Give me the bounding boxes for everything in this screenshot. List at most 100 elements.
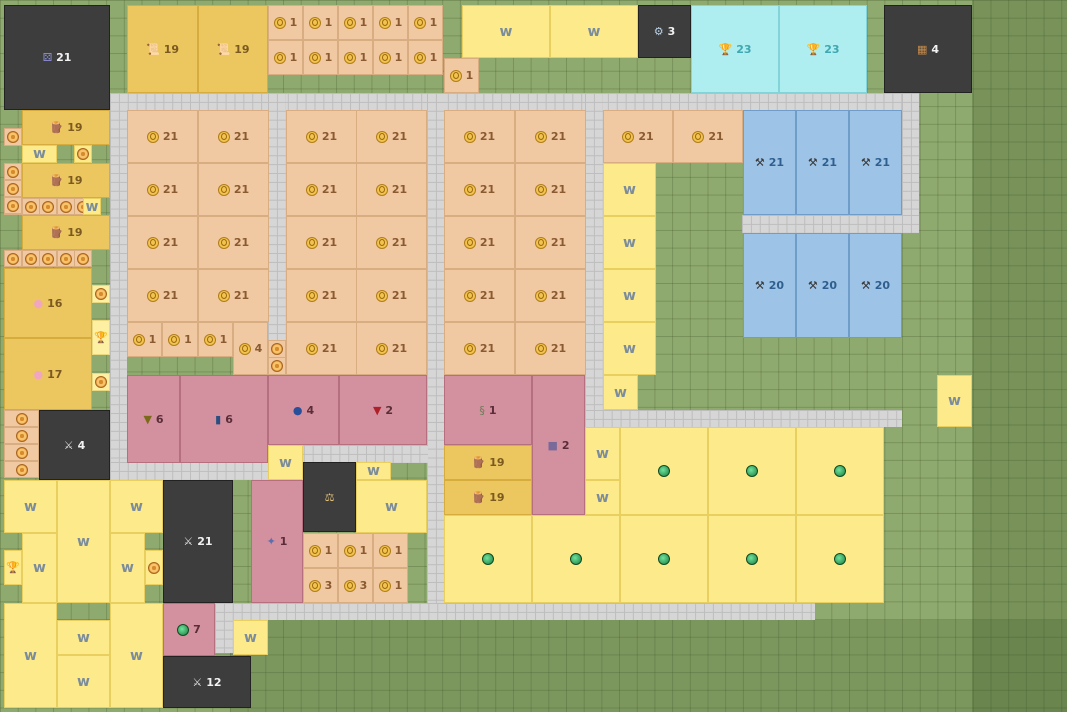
small-plot[interactable] (21, 250, 40, 267)
small-plot[interactable]: ᴡ (22, 145, 57, 163)
coin-21[interactable]: 21 (198, 269, 269, 322)
small-plot[interactable] (74, 250, 93, 267)
orb-plot[interactable] (620, 427, 708, 515)
small-plot[interactable] (74, 145, 92, 163)
small-plot[interactable] (4, 197, 22, 214)
coin-plot[interactable]: 4 (233, 322, 268, 375)
coin-21[interactable]: 21 (286, 322, 357, 375)
wing-plot[interactable]: ᴡ (603, 322, 656, 375)
wing-plot[interactable]: ᴡ (268, 445, 303, 480)
scroll-plot[interactable]: 📜19 (127, 5, 198, 93)
coin-21[interactable]: 21 (198, 163, 269, 216)
small-plot[interactable] (92, 373, 110, 391)
wing-plot[interactable]: ᴡ (110, 533, 145, 603)
tool-plot[interactable]: ⚒20 (743, 233, 796, 338)
coin-21[interactable]: 21 (444, 163, 515, 216)
tool-plot[interactable]: ⚒20 (796, 233, 849, 338)
coin-plot[interactable]: 1 (373, 533, 408, 568)
pink-plot[interactable]: ✦1 (251, 480, 303, 603)
trophy-cyan[interactable]: 🏆23 (691, 5, 779, 93)
coin-21[interactable]: 21 (515, 322, 586, 375)
coin-plot[interactable]: 1 (338, 533, 373, 568)
small-plot[interactable] (4, 427, 39, 444)
coin-21[interactable]: 21 (286, 269, 357, 322)
coin-21[interactable]: 21 (356, 163, 427, 216)
pink-plot[interactable]: ●4 (268, 375, 339, 445)
small-plot[interactable] (4, 180, 22, 197)
wing-plot[interactable]: ᴡ (937, 375, 972, 427)
coin-21[interactable]: 21 (444, 216, 515, 269)
coin-21[interactable]: 21 (673, 110, 743, 163)
wing-plot[interactable]: ᴡ (603, 216, 656, 269)
coin-plot[interactable]: 1 (127, 322, 162, 357)
wing-plot[interactable]: ᴡ (110, 480, 163, 533)
coin-21[interactable]: 21 (127, 110, 198, 163)
coin-21[interactable]: 21 (356, 322, 427, 375)
log-plot[interactable]: 🪵19 (444, 480, 532, 515)
coin-plot[interactable]: 1 (408, 40, 443, 75)
coin-21[interactable]: 21 (515, 269, 586, 322)
pink-plot[interactable]: ▼2 (339, 375, 427, 445)
small-plot[interactable] (21, 198, 40, 215)
wing-plot[interactable]: ᴡ (462, 5, 550, 58)
coin-plot[interactable]: 1 (303, 5, 338, 40)
coin-plot[interactable]: 1 (338, 40, 373, 75)
sword-dark[interactable]: ⚔4 (39, 410, 110, 480)
small-plot[interactable]: 🏆 (92, 320, 110, 355)
pink-plot[interactable]: 7 (163, 603, 215, 656)
coin-21[interactable]: 21 (286, 110, 357, 163)
orb-plot[interactable] (796, 515, 884, 603)
orb-plot[interactable] (708, 427, 796, 515)
sword-dark[interactable]: ⚔21 (163, 480, 233, 603)
scroll-plot[interactable]: 📜19 (198, 5, 268, 93)
wing-plot[interactable]: ᴡ (110, 603, 163, 708)
coin-21[interactable]: 21 (444, 110, 515, 163)
pink-plot[interactable]: ▮6 (180, 375, 268, 463)
coin-21[interactable]: 21 (603, 110, 673, 163)
wing-plot[interactable]: ᴡ (57, 620, 110, 655)
wing-plot[interactable]: ᴡ (603, 375, 638, 410)
small-plot[interactable] (56, 198, 75, 215)
log-plot[interactable]: 🪵19 (22, 110, 110, 145)
coin-plot[interactable]: 1 (338, 5, 373, 40)
small-plot[interactable] (56, 250, 75, 267)
wing-plot[interactable]: ᴡ (4, 603, 57, 708)
coin-plot[interactable]: 1 (268, 5, 303, 40)
coin-21[interactable]: 21 (444, 269, 515, 322)
pink-plot[interactable]: ▼6 (127, 375, 180, 463)
wing-plot[interactable]: ᴡ (4, 480, 57, 533)
coin-21[interactable]: 21 (127, 163, 198, 216)
coin-21[interactable]: 21 (356, 110, 427, 163)
wing-plot[interactable]: ᴡ (22, 533, 57, 603)
pink-plot[interactable]: ●17 (4, 338, 92, 410)
pink-plot[interactable]: §1 (444, 375, 532, 445)
small-plot[interactable] (4, 461, 39, 478)
small-plot[interactable] (39, 198, 58, 215)
wing-plot[interactable]: ᴡ (603, 163, 656, 216)
coin-21[interactable]: 21 (515, 110, 586, 163)
coin-plot[interactable]: 3 (303, 568, 338, 603)
coin-plot[interactable]: 1 (268, 40, 303, 75)
small-plot[interactable]: 🏆 (4, 550, 22, 585)
log-plot[interactable]: 🪵19 (22, 215, 110, 250)
wing-plot[interactable]: ᴡ (585, 480, 620, 515)
small-plot[interactable] (4, 444, 39, 461)
wing-plot[interactable]: ᴡ (550, 5, 638, 58)
wing-plot[interactable]: ᴡ (57, 480, 110, 603)
orb-plot[interactable] (796, 427, 884, 515)
tool-plot[interactable]: ⚒21 (849, 110, 902, 215)
small-plot[interactable] (268, 340, 286, 358)
small-plot[interactable] (4, 250, 22, 267)
scale-dark[interactable]: ⚖ (303, 462, 356, 532)
small-plot[interactable]: ᴡ (83, 198, 101, 215)
small-plot[interactable] (39, 250, 58, 267)
coin-21[interactable]: 21 (127, 269, 198, 322)
log-plot[interactable]: 🪵19 (444, 445, 532, 480)
pink-plot[interactable]: ■2 (532, 375, 585, 515)
coin-21[interactable]: 21 (286, 163, 357, 216)
small-plot[interactable] (145, 550, 163, 585)
coin-plot[interactable]: 1 (373, 568, 408, 603)
orb-plot[interactable] (708, 515, 796, 603)
coin-21[interactable]: 21 (127, 216, 198, 269)
wing-plot[interactable]: ᴡ (603, 269, 656, 322)
